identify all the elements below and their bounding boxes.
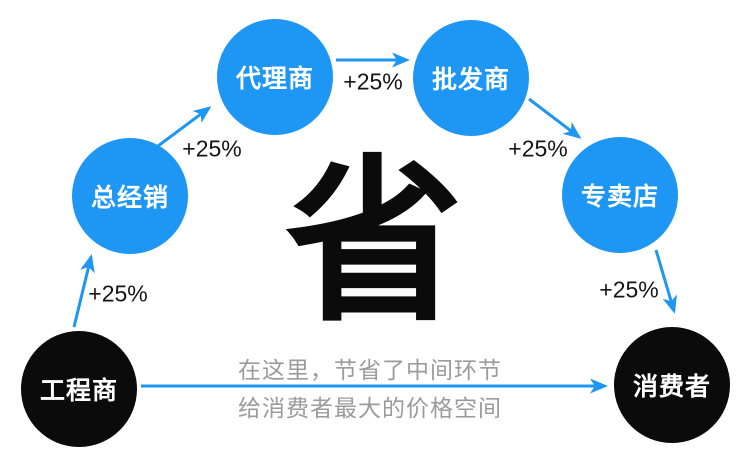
node-consumer: 消费者 xyxy=(614,327,730,443)
markup-label-2: +25% xyxy=(182,135,242,162)
node-label: 工程商 xyxy=(39,377,118,405)
arrow-wholesaler-to-store-icon xyxy=(528,97,582,139)
markup-label-1: +25% xyxy=(88,280,148,307)
node-label: 总经销 xyxy=(90,184,169,212)
arrow-distributor-to-agent-icon xyxy=(157,106,212,148)
node-wholesaler: 批发商 xyxy=(413,20,529,136)
center-save-character: 省 xyxy=(285,143,463,342)
markup-label-4: +25% xyxy=(508,135,568,162)
node-label: 批发商 xyxy=(431,66,510,94)
node-label: 专卖店 xyxy=(580,183,659,211)
bottom-note-line1: 在这里，节省了中间环节 xyxy=(238,357,502,383)
arrow-store-to-consumer-icon xyxy=(654,249,677,314)
markup-label-5: +25% xyxy=(599,276,659,303)
node-engineering-contractor: 工程商 xyxy=(21,331,137,447)
bottom-note-line2: 给消费者最大的价格空间 xyxy=(238,395,502,421)
node-specialty-store: 专卖店 xyxy=(562,137,678,253)
markup-label-3: +25% xyxy=(343,68,403,95)
node-label: 代理商 xyxy=(235,65,314,93)
arrow-engineering-to-distributor-icon xyxy=(72,254,95,328)
node-label: 消费者 xyxy=(632,373,711,401)
node-general-distributor: 总经销 xyxy=(72,138,188,254)
node-agent: 代理商 xyxy=(217,19,333,135)
